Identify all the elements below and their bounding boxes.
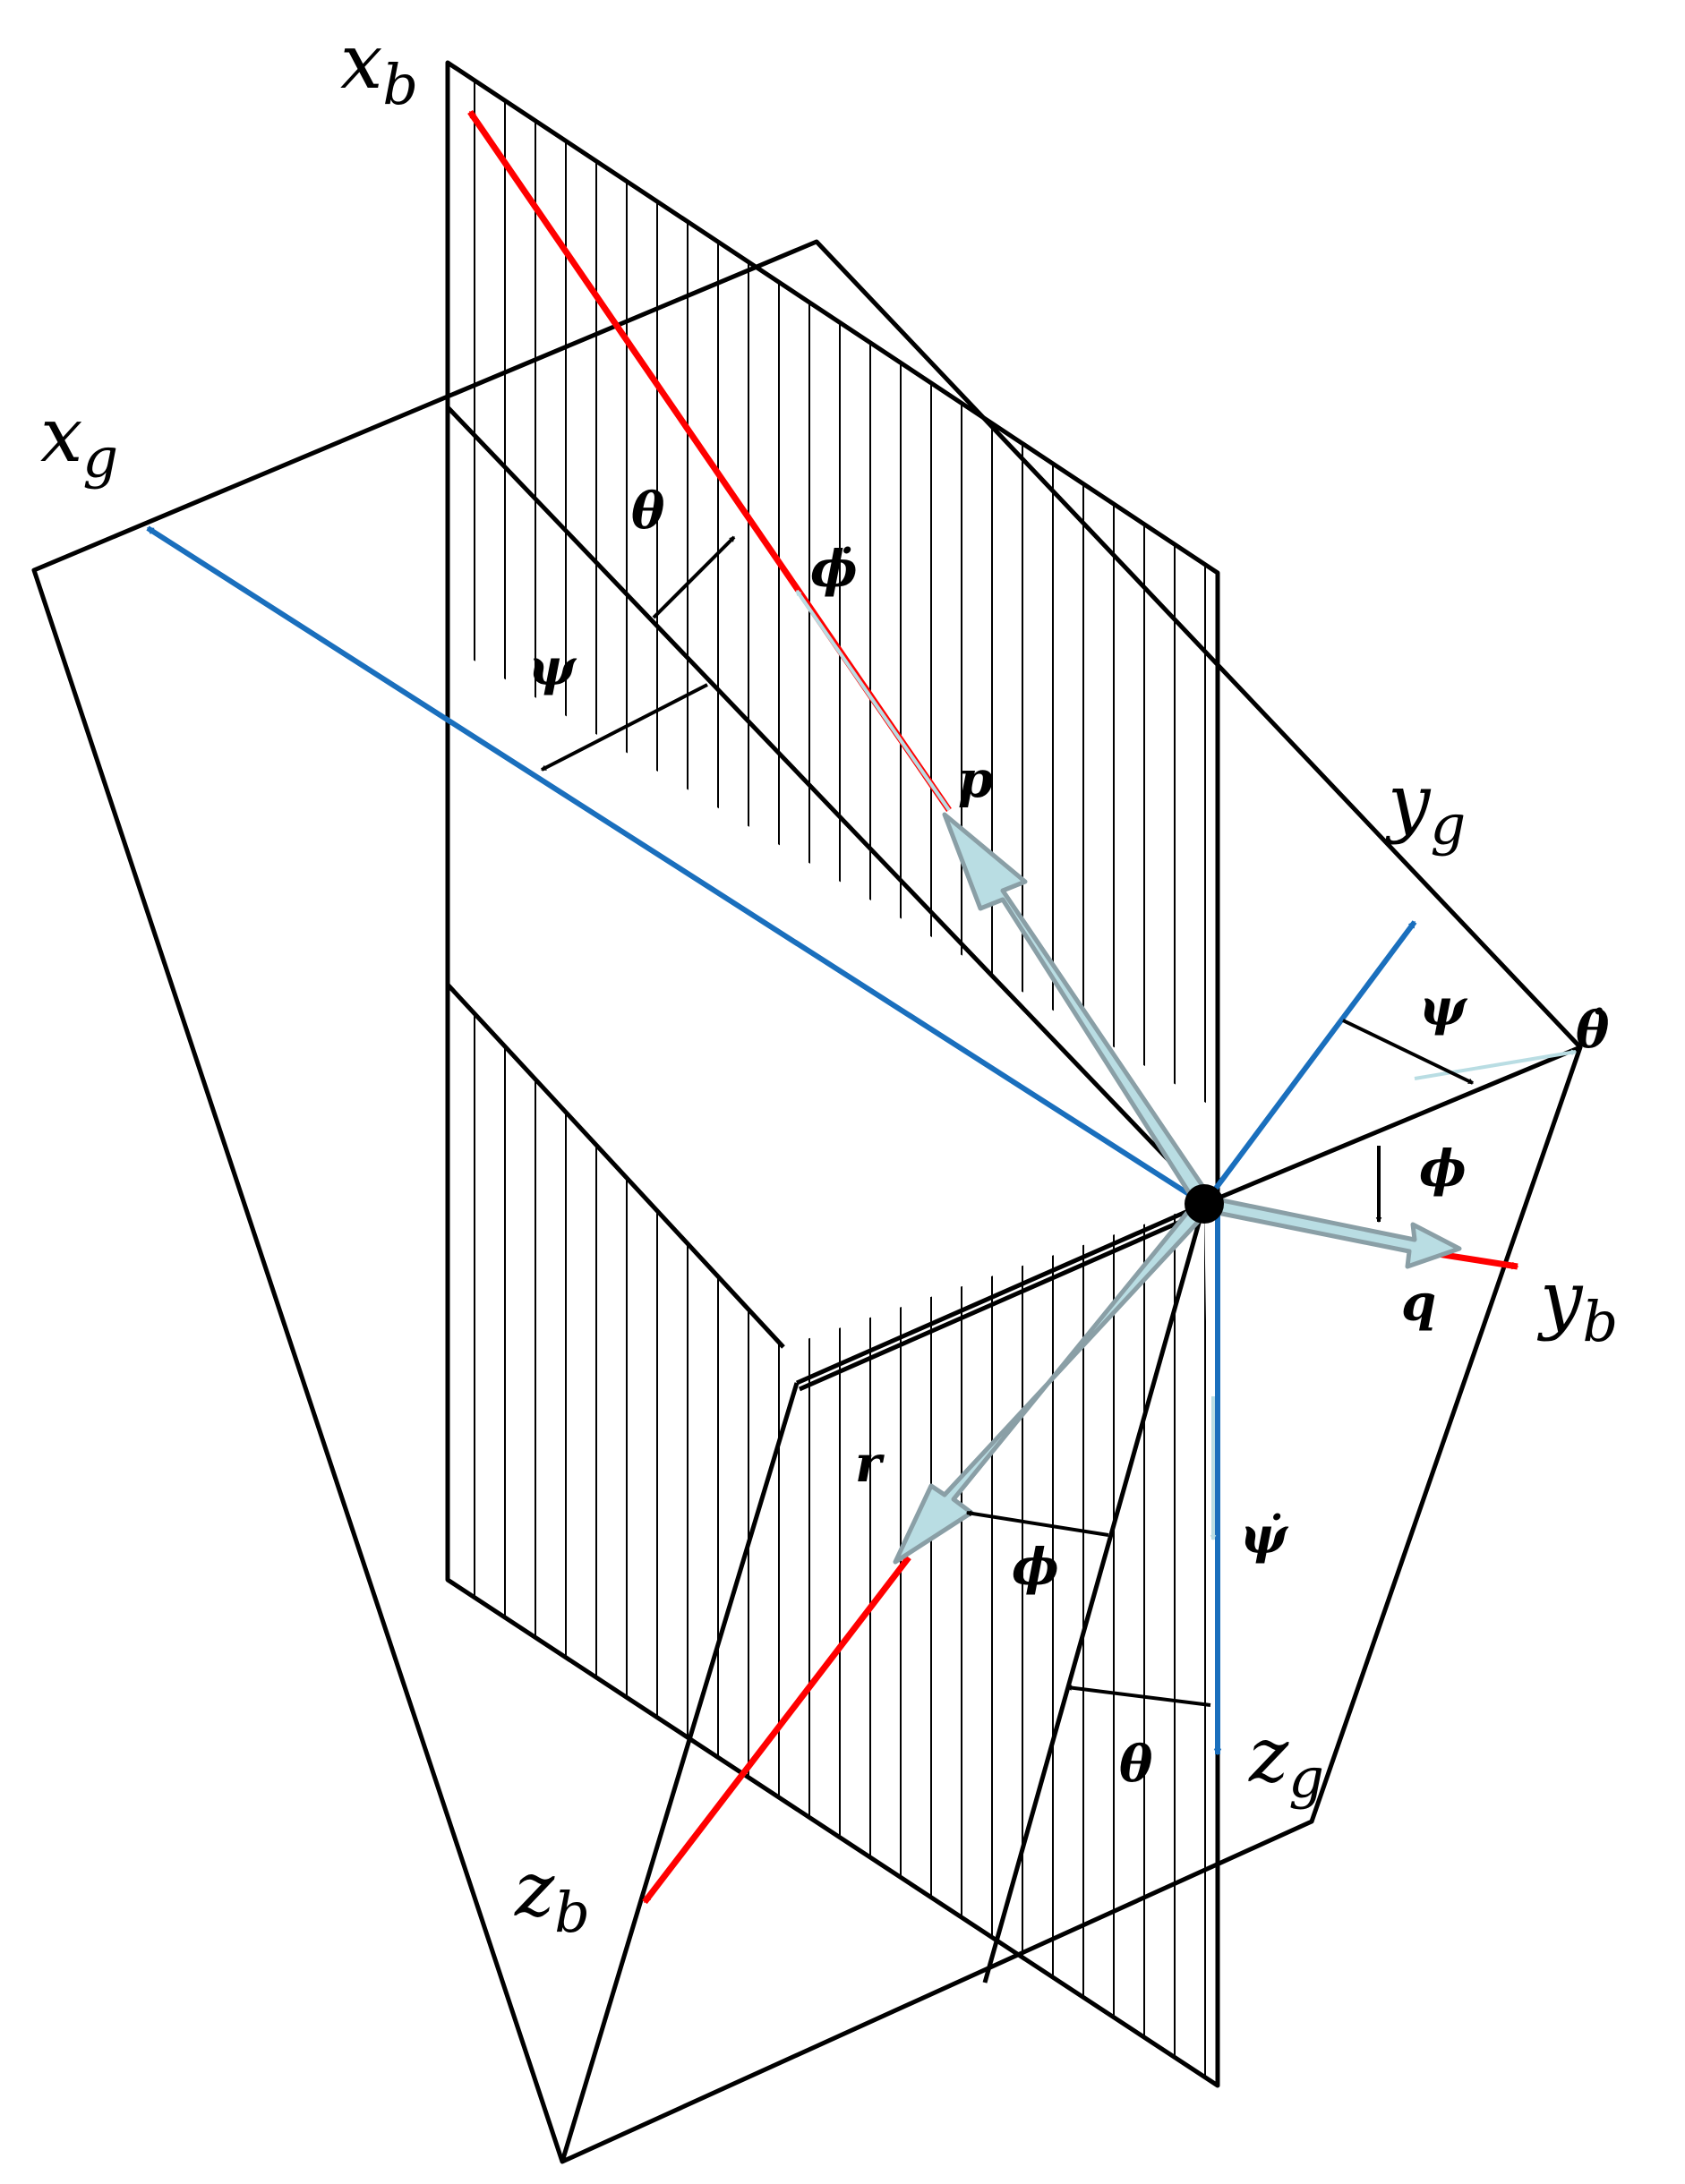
theta-bottom-label: θ xyxy=(1119,1735,1153,1794)
q-rate-arrow xyxy=(1202,1195,1462,1269)
angle-arrows xyxy=(541,535,1474,1707)
theta-dot-arrow xyxy=(1414,1049,1578,1080)
psi-right-arrow xyxy=(1342,1019,1474,1085)
body-plane-fold-2 xyxy=(798,1207,1209,1392)
q-label: q xyxy=(1401,1274,1436,1333)
rate-arrows xyxy=(893,812,1462,1565)
body-plane-fold xyxy=(795,1201,1206,1386)
phi-dot-label: ϕ̇ xyxy=(810,540,858,599)
p-rate-arrow xyxy=(942,812,1213,1209)
phi-right-label: ϕ xyxy=(1419,1139,1467,1199)
r-label: r xyxy=(855,1435,885,1494)
theta-dot-label: θ̇ xyxy=(1576,1001,1610,1060)
yg-label: yg xyxy=(1384,758,1466,857)
ground-axes xyxy=(146,525,1417,1756)
angle-labels: θ ϕ̇ ψ p ψ θ̇ ϕ q r ϕ ψ̇ θ xyxy=(528,482,1610,1794)
theta-bottom-arrow xyxy=(1065,1685,1211,1707)
zg-label: zg xyxy=(1248,1711,1324,1811)
yb-label: yb xyxy=(1536,1255,1618,1354)
xg-label: xg xyxy=(40,391,118,491)
phi-dot-arrow xyxy=(795,589,951,812)
body-plane-lower-edge xyxy=(560,1382,800,2163)
psi-left-arrow xyxy=(541,683,708,772)
r-rate-arrow xyxy=(893,1197,1213,1565)
plane-outlines xyxy=(31,60,1583,2164)
body-plane-ridge xyxy=(446,405,1212,1206)
origin-point xyxy=(1185,1184,1224,1224)
psi-right-label: ψ xyxy=(1419,978,1468,1037)
psi-left-label: ψ xyxy=(528,638,577,697)
axis-labels: xb xg yg yb zb zg xyxy=(40,18,1618,1945)
xb-label: xb xyxy=(340,18,418,117)
phi-bottom-arrow xyxy=(965,1510,1109,1537)
yg-axis-line xyxy=(1202,920,1417,1206)
body-plane-edge-lower-left xyxy=(446,983,785,1349)
yb-axis-black-line xyxy=(1203,1045,1581,1207)
psi-dot-label: ψ̇ xyxy=(1240,1506,1289,1565)
theta-top-arrow xyxy=(652,535,736,619)
zb-axis-line xyxy=(642,1555,911,1905)
phi-bottom-label: ϕ xyxy=(1012,1538,1059,1597)
ground-plane-outline xyxy=(31,239,1583,2164)
p-label: p xyxy=(958,750,993,809)
zb-label: zb xyxy=(514,1846,590,1945)
vertical-plane-outline xyxy=(445,60,1220,2088)
xg-axis-line xyxy=(146,525,1206,1207)
theta-top-label: θ xyxy=(631,482,665,541)
euler-rate-arrows xyxy=(795,589,1578,1541)
body-plane-vertical-cut xyxy=(982,1203,1207,1984)
